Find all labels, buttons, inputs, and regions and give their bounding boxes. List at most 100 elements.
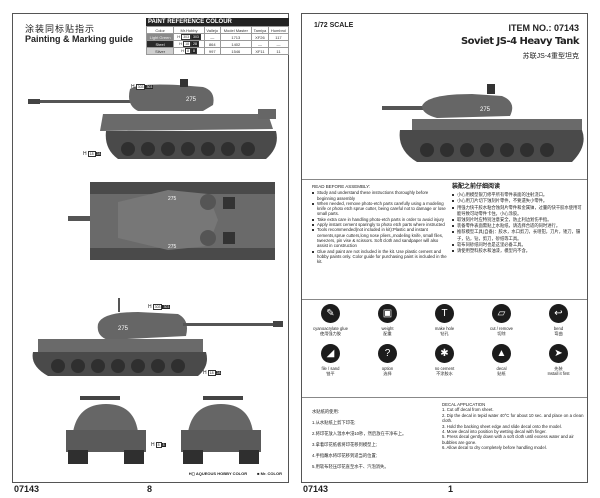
humbrol-code: 11: [267, 47, 290, 55]
vallejo-code: 864: [203, 40, 221, 48]
color-swatch-steel: Steel: [145, 40, 175, 48]
item-number: ITEM NO.: 07143: [508, 23, 579, 33]
footer-page-number: 8: [147, 484, 153, 494]
install-first-icon: ➤: [549, 344, 568, 363]
footer-item-number: 07143: [14, 484, 40, 494]
tank-number-marking: 275: [186, 97, 197, 103]
list-item: When needed, remove photo-etch parts car…: [312, 201, 447, 217]
list-item: 5.用软布轻压印花直至水干、汽泡消失。: [312, 464, 389, 469]
section-title: READ BEFORE ASSEMBLY:: [312, 184, 371, 189]
symbol-install-first: ➤ 先装 Install it first: [530, 344, 587, 376]
list-item: 2. Dip the decal in tepid water 40°C for…: [442, 412, 584, 424]
symbol-cut: ▱ cut / remove 切除: [473, 304, 530, 336]
tank-side-view-left: 275: [28, 79, 277, 159]
list-item: 推荐模型工具(自备)：胶水，水口剪刀，长咀钳，刀片，锉刀，镊子，钻，钻，剪刀，砂…: [452, 229, 584, 241]
list-item: Apply instant cement sparingly to photo …: [312, 222, 447, 227]
list-item: Take extra care in handling photo-etch p…: [312, 217, 447, 222]
list-item: 装备零件表面需贴上水贴纸，请选择合适的同时进行。: [452, 223, 584, 229]
symbol-decal: ▲ decal 贴纸: [473, 344, 530, 376]
decal-application-cn: 水贴纸的使用: 1.从水贴纸上剪下印花; 2.将印花放入温水中浸10秒，然后放在…: [312, 406, 437, 472]
drill-icon: T: [435, 304, 454, 323]
symbol-glue: ✎ cyanoacrylate glue 使用强力胶: [302, 304, 359, 336]
footer-page-number: 1: [448, 484, 454, 494]
tamiya-code: XF11: [250, 47, 269, 55]
symbol-option: ? option 选择: [359, 344, 416, 376]
vallejo-code: 997: [203, 47, 221, 55]
col-header: Humbrol: [267, 26, 290, 34]
list-item: 1.从水贴纸上剪下印花;: [312, 420, 356, 425]
model-master-code: 1713: [219, 33, 252, 41]
list-item: Tools recommended(not included in kit):P…: [312, 227, 447, 248]
humbrol-code: 117: [267, 33, 290, 41]
read-before-assembly-cn: 装配之前仔细阅读 小心用模型银刀修平所有零件表面的注射浇口。 小心用刀片切下蚀刻…: [452, 184, 584, 254]
list-item: 请使用塑料胶水和油漆，模型内不含。: [452, 248, 584, 254]
divider: [302, 397, 587, 398]
painting-guide-page: 涂装同标贴指示 Painting & Marking guide PAINT R…: [12, 13, 290, 483]
symbol-bend: ↩ bend 弯曲: [530, 304, 587, 336]
list-item: 3.拿着印花纸板将印花移到模型上;: [312, 442, 377, 447]
humbrol-code: —: [267, 40, 290, 48]
page-title: Painting & Marking guide: [25, 34, 134, 44]
symbol-legend: ✎ cyanoacrylate glue 使用强力胶 ▣ weight 配重 T…: [302, 304, 587, 376]
file-icon: ◢: [321, 344, 340, 363]
svg-text:275: 275: [168, 196, 177, 202]
color-swatch-light-green: Light Green: [145, 33, 175, 41]
svg-text:275: 275: [168, 244, 177, 250]
list-item: 3. Hold the backing sheet edge and slide…: [442, 423, 562, 429]
tank-side-view-right: 275: [32, 298, 283, 376]
vallejo-code: —: [203, 33, 221, 41]
list-item: 1. Cut off decal from sheet.: [442, 407, 494, 413]
symbol-make-hole: T make hole 钻孔: [416, 304, 473, 336]
tamiya-code: XF26: [250, 33, 269, 41]
col-header: Mr.Hobby: [173, 26, 205, 34]
decal-application-en: DECAL APPLICATION 1. Cut off decal from …: [442, 402, 584, 451]
bend-icon: ↩: [549, 304, 568, 323]
read-before-assembly-en: READ BEFORE ASSEMBLY: Study and understa…: [312, 184, 447, 264]
list-item: Study and understand these instructions …: [312, 190, 447, 201]
model-master-code: 1402: [219, 40, 252, 48]
symbol-file: ◢ file / sand 锉平: [302, 344, 359, 376]
list-item: 6. Allow decal to dry completely before …: [442, 445, 547, 451]
legend-mr-color: ■ Mr. COLOR: [257, 471, 282, 476]
tank-rear-view: [181, 396, 261, 464]
model-title: Soviet JS-4 Heavy Tank: [460, 36, 580, 47]
paint-reference-heading: PAINT REFERENCE COLOUR: [146, 18, 289, 26]
svg-text:275: 275: [118, 326, 129, 332]
decal-icon: ▲: [492, 344, 511, 363]
tamiya-code: —: [250, 40, 269, 48]
model-title-cn: 苏联JS-4重型坦克: [522, 53, 579, 60]
list-item: 2.将印花放入温水中浸10秒，然后放在干净布上。: [312, 431, 407, 436]
list-item: 4. Move decal into position by wetting d…: [442, 429, 547, 435]
list-item: 用强力快干胶水粘合蚀刻片零件和金属铀，过量的快干胶水使用可能导致可动零件卡住。小…: [452, 205, 584, 217]
color-swatch-silver: Silver: [145, 47, 175, 55]
page-title-cn: 涂装同标贴指示: [25, 24, 96, 34]
tank-top-view: 275 275: [68, 182, 275, 260]
col-header: Vallejo: [203, 26, 221, 34]
glue-icon: ✎: [321, 304, 340, 323]
table-header-row: Color Mr.Hobby Vallejo Model Master Tami…: [145, 26, 290, 34]
legend-aqueous: H◻ AQUEOUS HOBBY COLOR: [188, 471, 248, 476]
footer-item-number: 07143: [303, 484, 329, 494]
list-item: 小心用模型银刀修平所有零件表面的注射浇口。: [452, 192, 584, 198]
list-item: Glue and paint are not included in the k…: [312, 249, 447, 265]
cut-icon: ▱: [492, 304, 511, 323]
col-header: Tamiya: [250, 26, 269, 34]
section-title: 装配之前仔细阅读: [452, 184, 501, 190]
divider: [302, 299, 587, 300]
paint-reference-table: Color Mr.Hobby Vallejo Model Master Tami…: [145, 26, 290, 55]
col-header: Color: [145, 26, 175, 34]
color-legend: H◻ AQUEOUS HOBBY COLOR ■ Mr. COLOR: [189, 471, 282, 476]
symbol-weight: ▣ weight 配重: [359, 304, 416, 336]
tank-cover-illustration: 275: [382, 84, 584, 162]
model-master-code: 1546: [219, 47, 252, 55]
